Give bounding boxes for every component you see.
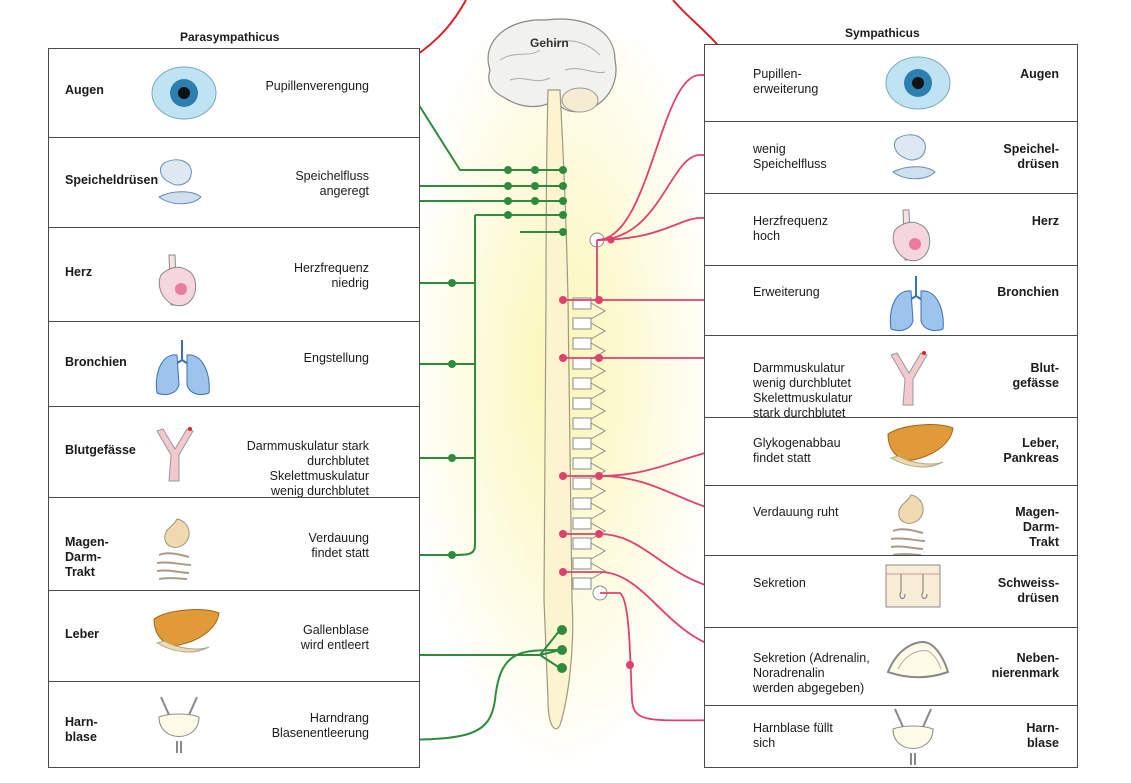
sympathetic-nodes <box>559 236 634 669</box>
organ-label: Herz <box>65 265 93 279</box>
parasympathicus-row: Harn- blase Harndrang Blasenentleerung <box>49 681 419 768</box>
sympathicus-row: Harnblase füllt sich Harn- blase <box>705 705 1077 768</box>
effect-label: Pupillen- erweiterung <box>753 67 819 96</box>
adrenal-gland-icon <box>883 637 953 687</box>
sympathetic-chain <box>572 232 608 601</box>
sympathicus-row: Verdauung ruht Magen- Darm- Trakt <box>705 485 1077 556</box>
sympathicus-row: Glykogenabbau findet statt Leber, Pankrea… <box>705 417 1077 486</box>
sympathicus-row: wenig Speichelfluss Speichel- drüsen <box>705 121 1077 194</box>
eye-icon <box>883 53 953 118</box>
effect-label: Glykogenabbau findet statt <box>753 436 841 465</box>
brain-icon <box>487 18 617 113</box>
organ-label: Neben- nierenmark <box>991 651 1059 680</box>
organ-label: Augen <box>1020 67 1059 81</box>
organ-label: Leber, Pankreas <box>1003 436 1059 465</box>
effect-label: Herzfrequenz niedrig <box>293 261 369 290</box>
heart-icon <box>149 245 204 330</box>
sympathicus-row: Erweiterung Bronchien <box>705 265 1077 336</box>
organ-label: Leber <box>65 626 100 641</box>
organ-label: Bronchien <box>997 285 1059 299</box>
parasympathicus-row: Bronchien Engstellung <box>49 321 419 407</box>
parasympathicus-row: Speicheldrüsen Speichelfluss angeregt <box>49 137 419 228</box>
blood-vessel-icon <box>149 423 199 488</box>
salivary-gland-icon <box>883 128 943 193</box>
heart-icon <box>883 200 938 285</box>
salivary-gland-icon <box>149 153 209 218</box>
stomach-intestine-icon <box>883 491 933 566</box>
organ-label: Magen- Darm- Trakt <box>65 534 109 579</box>
parasympathetic-nodes <box>448 166 567 673</box>
effect-label: Sekretion <box>753 576 806 590</box>
effect-label: Engstellung <box>303 350 369 365</box>
lungs-icon <box>149 335 219 405</box>
effect-label: Harndrang Blasenentleerung <box>271 711 369 740</box>
liver-icon <box>149 607 224 662</box>
effect-label: Speichelfluss angeregt <box>295 169 369 198</box>
sympathicus-table: Pupillen- erweiterung Augen wenig Speichel… <box>704 44 1078 768</box>
parasympathicus-row: Blutgefässe Darmmuskulatur stark durchblu… <box>49 406 419 498</box>
organ-label: Speichel- drüsen <box>1003 142 1059 171</box>
sympathicus-row: Pupillen- erweiterung Augen <box>705 45 1077 121</box>
effect-label: Herzfrequenz hoch <box>753 214 829 243</box>
parasympathicus-row: Herz Herzfrequenz niedrig <box>49 227 419 322</box>
effect-label: Verdauung ruht <box>753 505 839 519</box>
effect-label: wenig Speichelfluss <box>753 142 827 171</box>
bladder-icon <box>149 695 209 760</box>
bladder-icon <box>883 707 943 772</box>
parasympathicus-row: Leber Gallenblase wird entleert <box>49 590 419 682</box>
sympathicus-row: Sekretion (Adrenalin, Noradrenalin werde… <box>705 627 1077 706</box>
brain-label: Gehirn <box>530 36 569 50</box>
liver-icon <box>883 422 958 477</box>
parasympathicus-title: Parasympathicus <box>180 30 280 44</box>
effect-label: Gallenblase wird entleert <box>300 622 369 652</box>
lungs-icon <box>883 271 953 341</box>
effect-label: Darmmuskulatur wenig durchblutet Skelett… <box>753 361 853 420</box>
organ-label: Blutgefässe <box>65 442 136 457</box>
effect-label: Harnblase füllt sich <box>753 721 833 750</box>
stomach-intestine-icon <box>149 515 199 590</box>
eye-icon <box>149 63 219 128</box>
organ-label: Augen <box>65 83 104 97</box>
organ-label: Herz <box>1031 214 1059 228</box>
organ-label: Bronchien <box>65 354 127 369</box>
organ-label: Magen- Darm- Trakt <box>1015 505 1059 549</box>
sympathicus-row: Darmmuskulatur wenig durchblutet Skelett… <box>705 335 1077 420</box>
effect-label: Sekretion (Adrenalin, Noradrenalin werde… <box>753 651 870 695</box>
organ-label: Harn- blase <box>65 715 98 744</box>
organ-label: Blut- gefässe <box>1012 361 1059 390</box>
organ-label: Harn- blase <box>1026 721 1059 750</box>
organ-label: Schweiss- drüsen <box>997 576 1059 605</box>
effect-label: Erweiterung <box>753 285 820 299</box>
blood-vessel-icon <box>883 347 933 412</box>
parasympathicus-row: Magen- Darm- Trakt Verdauung findet statt <box>49 497 419 591</box>
annotation-line-left <box>411 0 467 59</box>
sympathicus-row: Herzfrequenz hoch Herz <box>705 193 1077 266</box>
sympathicus-row: Sekretion Schweiss- drüsen <box>705 555 1077 628</box>
organ-label: Speicheldrüsen <box>65 173 159 187</box>
sweat-gland-icon <box>883 562 943 615</box>
effect-label: Verdauung findet statt <box>308 530 369 560</box>
sympathicus-title: Sympathicus <box>845 26 920 40</box>
effect-label: Darmmuskulatur stark durchblutet Skelett… <box>246 438 369 498</box>
effect-label: Pupillenverengung <box>265 79 369 93</box>
parasympathicus-row: Augen Pupillenverengung <box>49 49 419 137</box>
